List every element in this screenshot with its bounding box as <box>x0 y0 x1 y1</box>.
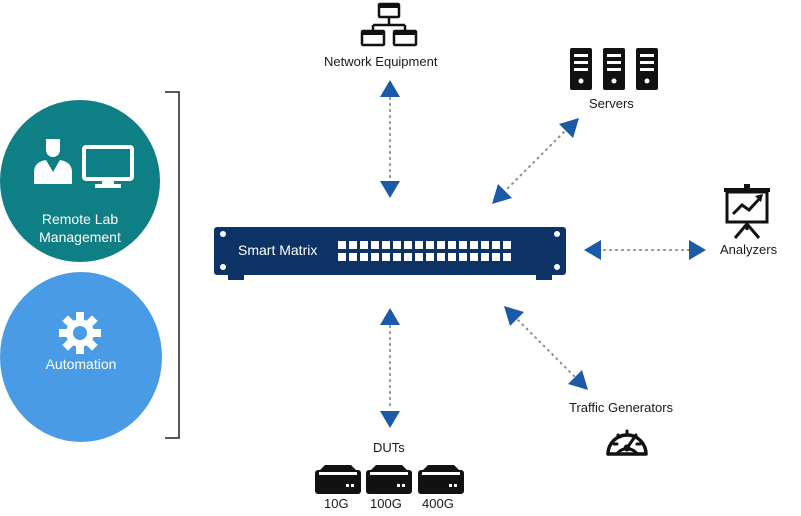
matrix-port <box>338 241 346 249</box>
network-hierarchy-icon <box>360 2 418 47</box>
arrowhead-duts-up <box>380 308 400 325</box>
remote-lab-label-line1: Remote Lab <box>41 211 119 227</box>
remote-lab-label-line2: Management <box>39 229 121 245</box>
matrix-port <box>404 241 412 249</box>
remote-lab-management-circle: Remote Lab Management <box>0 100 160 262</box>
chart-board-icon <box>724 184 770 239</box>
matrix-port <box>448 253 456 261</box>
port-grid <box>338 241 511 261</box>
matrix-port <box>459 241 467 249</box>
arrowhead-network-down <box>380 181 400 198</box>
matrix-port <box>437 241 445 249</box>
dut-10g-icon <box>315 465 361 494</box>
matrix-port <box>371 253 379 261</box>
smart-matrix-device <box>214 227 566 280</box>
arrowhead-traffic-top <box>504 306 524 326</box>
arrowhead-duts-down <box>380 411 400 428</box>
duts-label: DUTs <box>373 440 405 455</box>
arrowhead-network-up <box>380 80 400 97</box>
arrowhead-traffic-bottom <box>568 370 588 390</box>
arrowhead-servers-top <box>559 118 579 138</box>
matrix-port <box>492 253 500 261</box>
user-icon <box>34 139 72 184</box>
dut-speed-100g: 100G <box>370 496 402 511</box>
matrix-port <box>492 241 500 249</box>
arrowhead-servers-bottom <box>492 184 512 204</box>
matrix-port <box>360 241 368 249</box>
matrix-port <box>426 241 434 249</box>
matrix-port <box>382 241 390 249</box>
arrowhead-analyzers-left <box>584 240 601 260</box>
matrix-port <box>349 241 357 249</box>
matrix-port <box>415 253 423 261</box>
matrix-port <box>481 253 489 261</box>
matrix-port <box>415 241 423 249</box>
server-rack-icon <box>570 48 658 90</box>
smart-matrix-label: Smart Matrix <box>238 242 318 258</box>
dut-speed-10g: 10G <box>324 496 349 511</box>
matrix-port <box>481 241 489 249</box>
dut-speed-400g: 400G <box>422 496 454 511</box>
matrix-port <box>393 253 401 261</box>
automation-circle: Automation <box>0 272 162 442</box>
gear-icon <box>59 312 101 354</box>
matrix-port <box>404 253 412 261</box>
dut-400g-icon <box>418 465 464 494</box>
matrix-port <box>448 241 456 249</box>
matrix-port <box>393 241 401 249</box>
automation-label: Automation <box>45 356 117 372</box>
matrix-port <box>382 253 390 261</box>
matrix-port <box>459 253 467 261</box>
monitor-icon <box>82 145 134 188</box>
matrix-port <box>338 253 346 261</box>
matrix-port <box>360 253 368 261</box>
matrix-port <box>470 241 478 249</box>
matrix-port <box>470 253 478 261</box>
matrix-port <box>349 253 357 261</box>
analyzers-label: Analyzers <box>720 242 778 257</box>
arrowhead-analyzers-right <box>689 240 706 260</box>
matrix-port <box>503 253 511 261</box>
servers-label: Servers <box>589 96 634 111</box>
matrix-port <box>503 241 511 249</box>
matrix-port <box>371 241 379 249</box>
network-equipment-label: Network Equipment <box>324 54 438 69</box>
matrix-port <box>426 253 434 261</box>
traffic-generators-label: Traffic Generators <box>569 400 674 415</box>
matrix-port <box>437 253 445 261</box>
dut-100g-icon <box>366 465 412 494</box>
speedometer-icon <box>606 429 648 456</box>
